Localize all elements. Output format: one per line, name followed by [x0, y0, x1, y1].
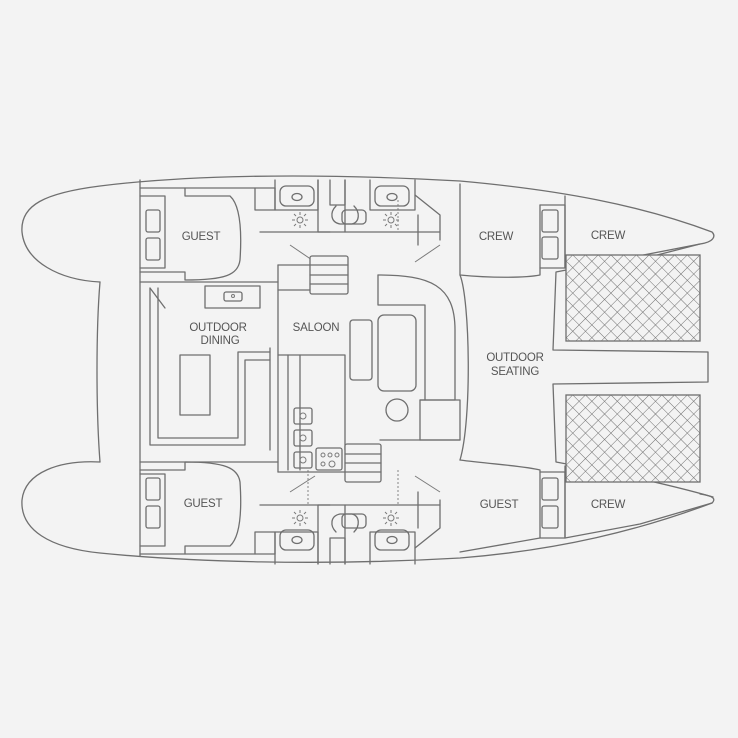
- shower-icon: [383, 212, 399, 228]
- shower-icon: [383, 510, 399, 526]
- label-guest-starboard-fwd: GUEST: [480, 499, 519, 511]
- crew-cabin-starboard-bow: [564, 465, 713, 539]
- label-outdoor-seating-line1: OUTDOOR: [486, 352, 543, 364]
- label-crew-port-bow: CREW: [591, 230, 626, 242]
- label-crew-starboard-bow: CREW: [591, 499, 626, 511]
- port-heads: [259, 179, 441, 263]
- starboard-hull-outline: [21, 461, 715, 563]
- label-outdoor-seating-line2: SEATING: [491, 366, 539, 378]
- label-crew-port-mid: CREW: [479, 231, 514, 243]
- saloon-area: [277, 255, 461, 483]
- outdoor-seating-area: [459, 274, 469, 461]
- starboard-heads: [259, 470, 441, 565]
- shower-icon: [292, 212, 308, 228]
- aft-cockpit-frame: [96, 179, 279, 557]
- label-saloon: SALOON: [293, 322, 340, 334]
- shower-icon: [292, 510, 308, 526]
- guest-cabin-port: [139, 187, 276, 281]
- label-guest-starboard-aft: GUEST: [184, 498, 223, 510]
- label-guest-port-aft: GUEST: [182, 231, 221, 243]
- outdoor-dining-area: [149, 285, 271, 451]
- stove-icon: [315, 447, 343, 471]
- trampoline-net-port: [565, 254, 701, 342]
- trampoline-net-starboard: [565, 394, 701, 483]
- label-outdoor-dining-line1: OUTDOOR: [189, 322, 246, 334]
- label-outdoor-dining-line2: DINING: [200, 335, 239, 347]
- port-hull-outline: [21, 175, 715, 498]
